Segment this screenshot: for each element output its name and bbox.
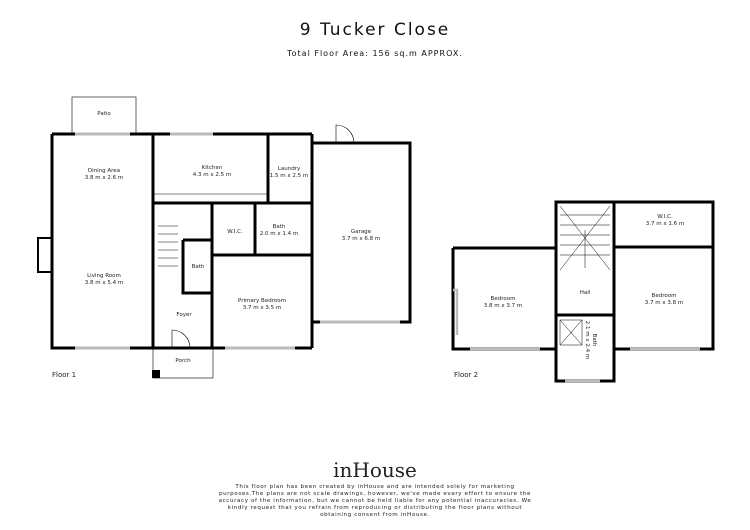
room-labels: Patio Dining Area 3.8 m x 2.6 m Kitchen … <box>52 111 684 379</box>
room-name: Hall <box>580 290 591 296</box>
room-name: Bath <box>192 264 205 270</box>
room-name: W.I.C. <box>227 229 243 235</box>
room-size: 3.7 m x 6.8 m <box>342 236 380 242</box>
room-name: Dining Area <box>88 168 120 174</box>
room-name: Patio <box>97 111 111 117</box>
room-name: Kitchen <box>202 165 223 171</box>
room-name: Primary Bedroom <box>238 298 286 304</box>
room-size: 1.5 m x 2.5 m <box>270 173 308 179</box>
room-name: Porch <box>175 358 191 364</box>
room-size: 3.7 m x 3.5 m <box>243 305 281 311</box>
total-floor-area: Total Floor Area: 156 sq.m APPROX. <box>287 49 463 58</box>
room-name: Bath <box>591 334 597 347</box>
room-size: 3.7 m x 3.8 m <box>645 300 683 306</box>
floor1-label: Floor 1 <box>52 371 76 379</box>
page-title: 9 Tucker Close <box>299 20 451 40</box>
room-size: 3.7 m x 1.6 m <box>646 221 684 227</box>
floor2-label: Floor 2 <box>454 371 478 379</box>
room-name: Bath <box>273 224 286 230</box>
room-name: Garage <box>351 229 372 235</box>
room-size: 3.8 m x 2.6 m <box>85 175 123 181</box>
room-size: 2.0 m x 1.4 m <box>260 231 298 237</box>
floor2-plan <box>451 200 715 383</box>
room-name: Bedroom <box>652 293 677 299</box>
room-name: W.I.C. <box>657 214 673 220</box>
inhouse-logo: inHouse <box>333 458 417 482</box>
room-name: Living Room <box>87 273 121 279</box>
room-size: 2.1 m x 2.4 m <box>584 321 590 359</box>
floor1-plan <box>37 96 412 379</box>
disclaimer: This floor plan has been created by inHo… <box>218 484 532 518</box>
room-size: 3.8 m x 5.4 m <box>85 280 123 286</box>
room-size: 3.8 m x 3.7 m <box>484 303 522 309</box>
room-name: Laundry <box>278 166 301 172</box>
room-name: Foyer <box>176 312 192 318</box>
room-name: Bedroom <box>491 296 516 302</box>
room-size: 4.3 m x 2.5 m <box>193 172 231 178</box>
